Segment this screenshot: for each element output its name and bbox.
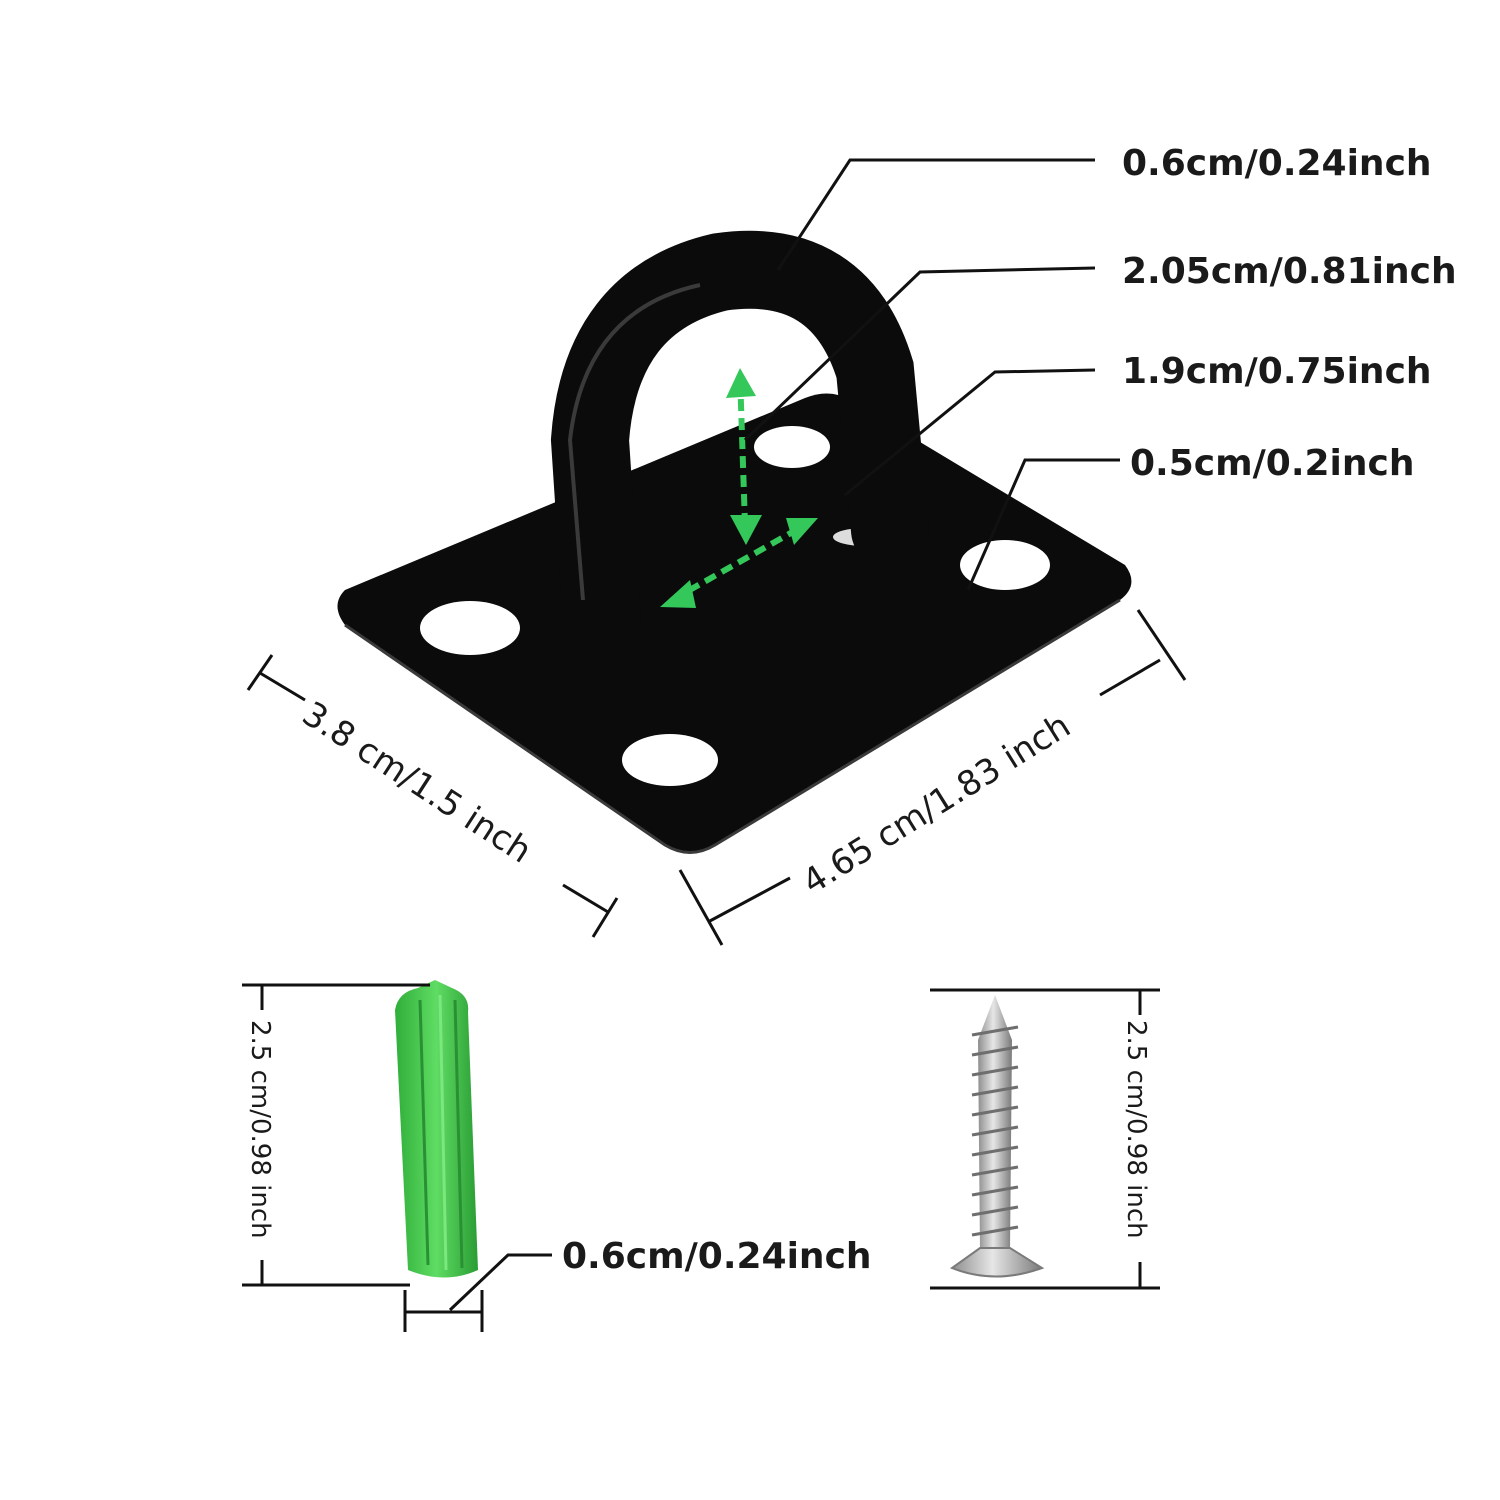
anchor-diameter-label: 0.6cm/0.24inch — [562, 1236, 872, 1277]
screw-shank — [978, 995, 1012, 1250]
screw-threads — [971, 1025, 1019, 1237]
callout-wire-diameter: 0.6cm/0.24inch — [1122, 143, 1432, 184]
plate-edge-highlight — [344, 598, 1121, 854]
screw-length-label: 2.5 cm/0.98 inch — [1121, 1020, 1151, 1239]
leader-hole — [966, 458, 1120, 591]
callout-inner-width: 1.9cm/0.75inch — [1122, 351, 1432, 392]
arrow-head-down — [730, 515, 762, 545]
callout-hole-diameter: 0.5cm/0.2inch — [1130, 443, 1414, 484]
callout-leaders — [743, 158, 1120, 591]
screw — [949, 995, 1045, 1278]
leader-inner-height — [743, 266, 1096, 442]
anchor-diameter-dimension: 0.6cm/0.24inch — [403, 1236, 872, 1332]
anchor-rib-3 — [453, 999, 464, 1269]
plate-body — [337, 393, 1132, 853]
anchor-length-label: 2.5 cm/0.98 inch — [245, 1020, 275, 1239]
hole-right — [960, 540, 1050, 590]
arrow-head-up — [726, 368, 756, 398]
inner-dimension-arrows — [660, 368, 818, 608]
arrow-inner-height — [737, 374, 748, 526]
screw-length-dimension: 2.5 cm/0.98 inch — [930, 988, 1160, 1290]
arrow-inner-width — [670, 522, 807, 603]
hole-left — [420, 601, 520, 655]
anchor-rib-1 — [418, 999, 430, 1266]
pad-eye-plate — [337, 230, 1132, 854]
arrow-head-right — [786, 518, 818, 545]
u-bar — [550, 230, 929, 707]
screw-head — [949, 1247, 1045, 1278]
anchor-rib-2 — [438, 994, 448, 1271]
leader-inner-width — [844, 368, 1096, 497]
arrow-head-left — [660, 580, 696, 608]
leader-wire-diameter — [776, 158, 1095, 271]
wall-anchor — [395, 980, 478, 1278]
anchor-length-dimension: 2.5 cm/0.98 inch — [242, 983, 430, 1287]
hole-top — [754, 426, 830, 468]
hole-bottom — [622, 734, 718, 786]
anchor-body — [395, 980, 478, 1278]
u-bar-highlight — [567, 283, 701, 601]
callout-inner-height: 2.05cm/0.81inch — [1122, 251, 1457, 292]
